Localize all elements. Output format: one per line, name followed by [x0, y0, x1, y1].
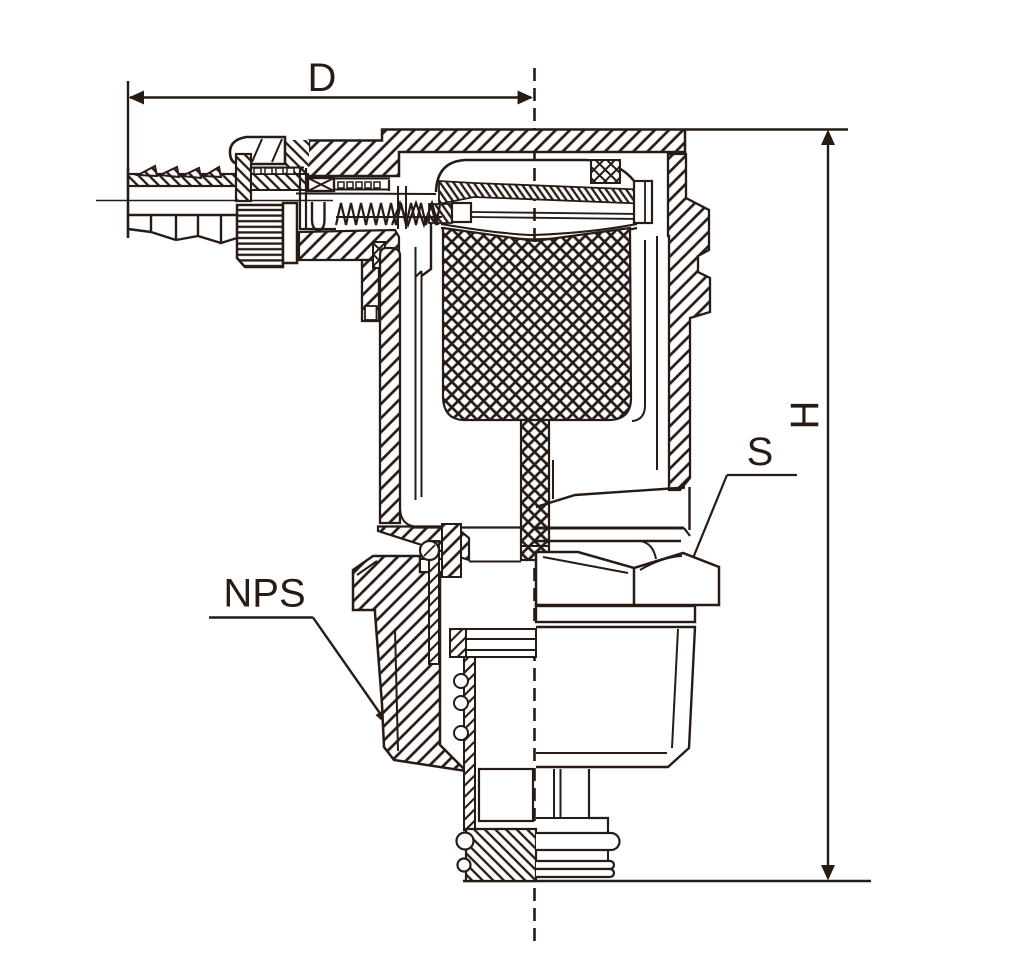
svg-text:H: H: [783, 401, 827, 430]
svg-text:NPS: NPS: [223, 572, 305, 616]
svg-text:S: S: [747, 430, 774, 474]
svg-text:D: D: [308, 56, 337, 100]
